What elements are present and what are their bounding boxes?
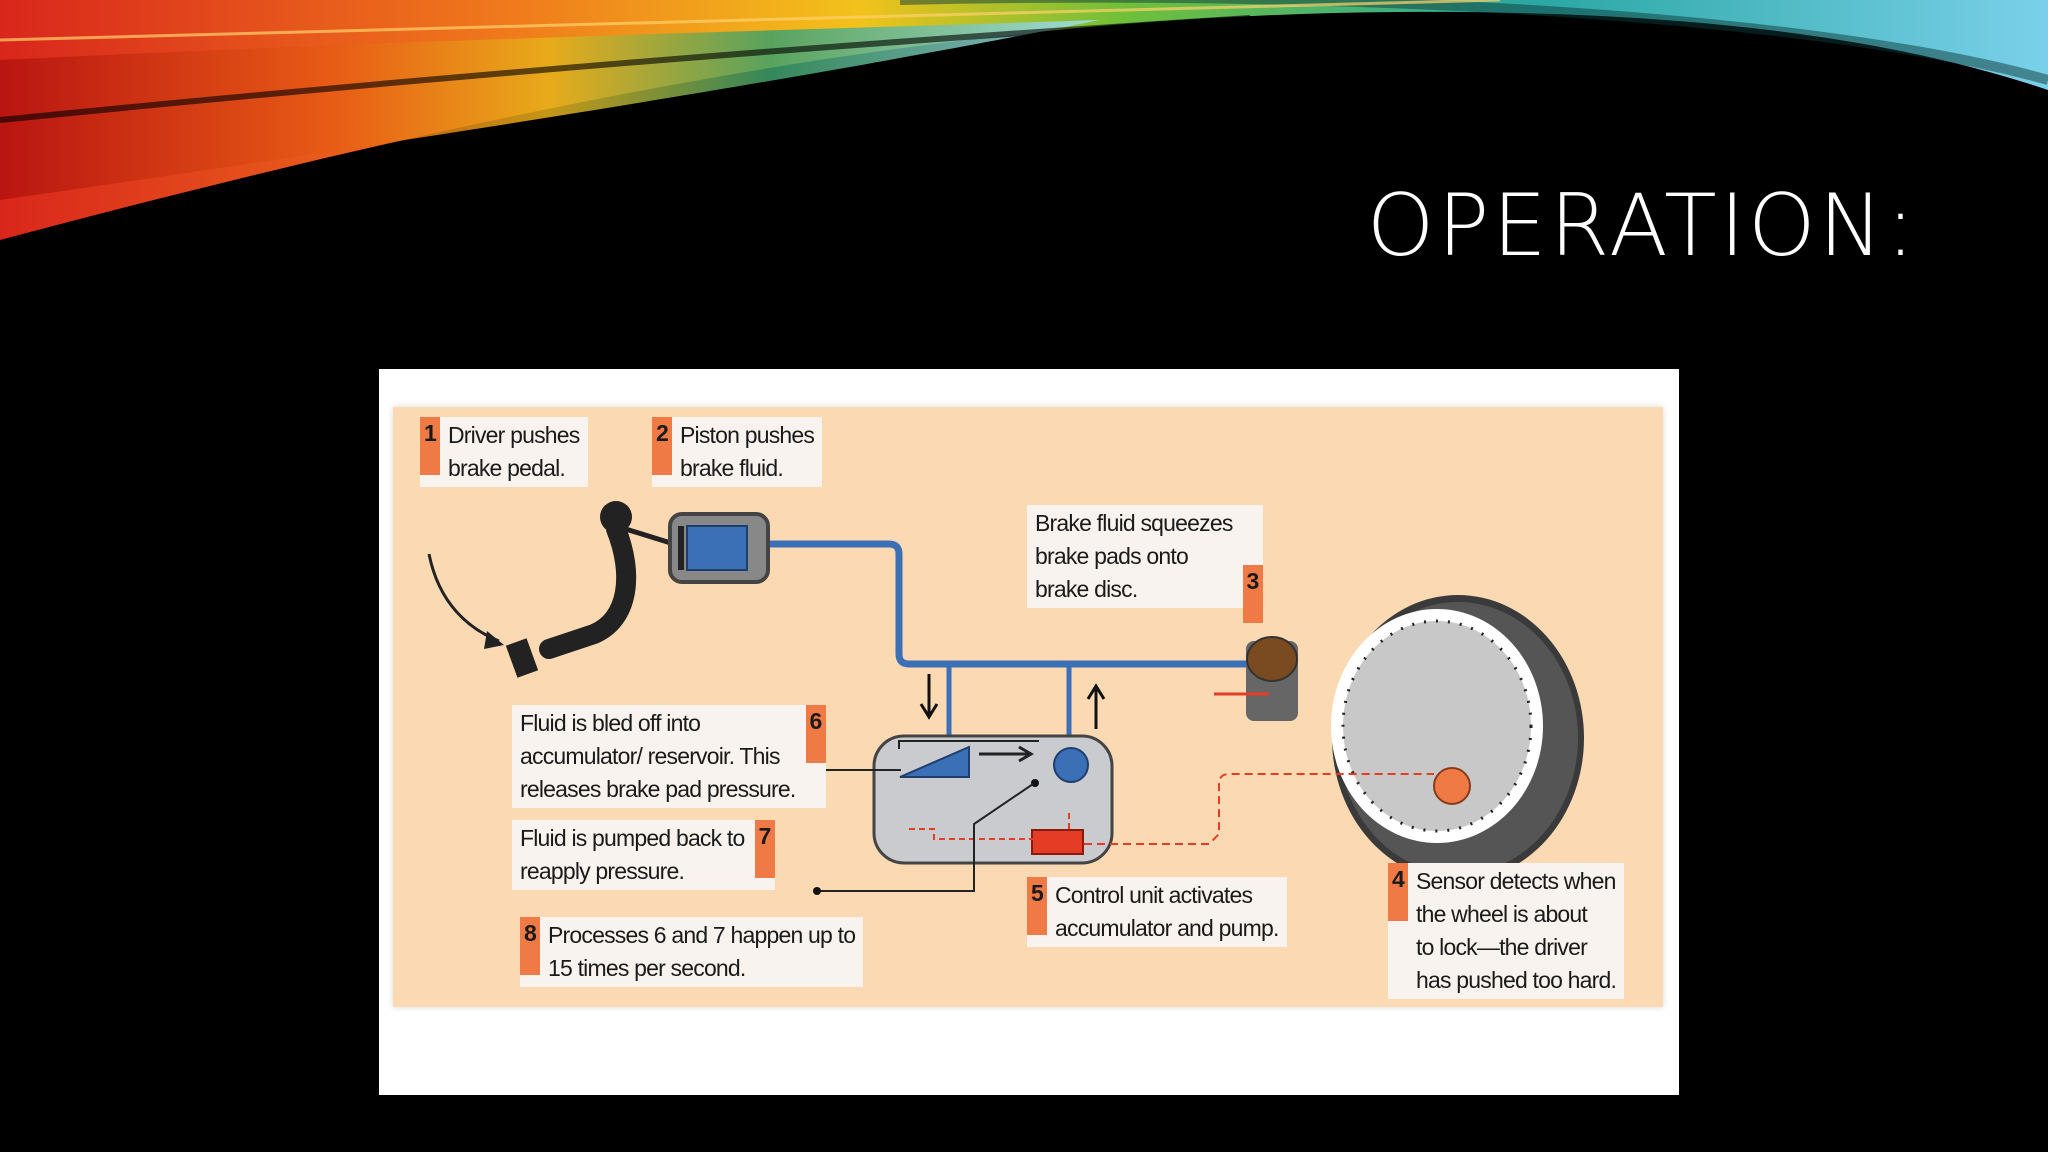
abs-diagram xyxy=(427,501,1584,895)
callout-step-4: 4 Sensor detects when the wheel is about… xyxy=(1388,863,1625,999)
callout-step-1: 1 Driver pushes brake pedal. xyxy=(420,417,588,487)
master-cylinder xyxy=(668,512,770,584)
arrow-up-icon xyxy=(1086,683,1106,729)
brake-caliper xyxy=(1246,636,1298,721)
decorative-swoosh xyxy=(0,0,2048,240)
slide-title: OPERATION: xyxy=(1366,176,1918,276)
callout-step-5: 5 Control unit activates accumulator and… xyxy=(1027,877,1287,947)
brake-pedal xyxy=(427,501,675,678)
hydraulic-unit xyxy=(872,734,1114,865)
callout-step-3: 3 Brake fluid squeezes brake pads onto b… xyxy=(1027,505,1263,623)
abs-diagram-figure: 1 Driver pushes brake pedal. 2 Piston pu… xyxy=(379,369,1679,1095)
callout-step-8: 8 Processes 6 and 7 happen up to 15 time… xyxy=(520,917,864,987)
callout-step-7: 7 Fluid is pumped back to reapply pressu… xyxy=(512,820,775,890)
arrow-down-icon xyxy=(919,674,939,720)
wheel xyxy=(1331,595,1584,881)
push-arrow-icon xyxy=(427,553,500,643)
wheel-speed-sensor xyxy=(1433,767,1471,805)
callout-step-2: 2 Piston pushes brake fluid. xyxy=(652,417,823,487)
brake-line xyxy=(719,540,1259,668)
callout-step-6: 6 Fluid is bled off into accumulator/ re… xyxy=(512,705,826,808)
